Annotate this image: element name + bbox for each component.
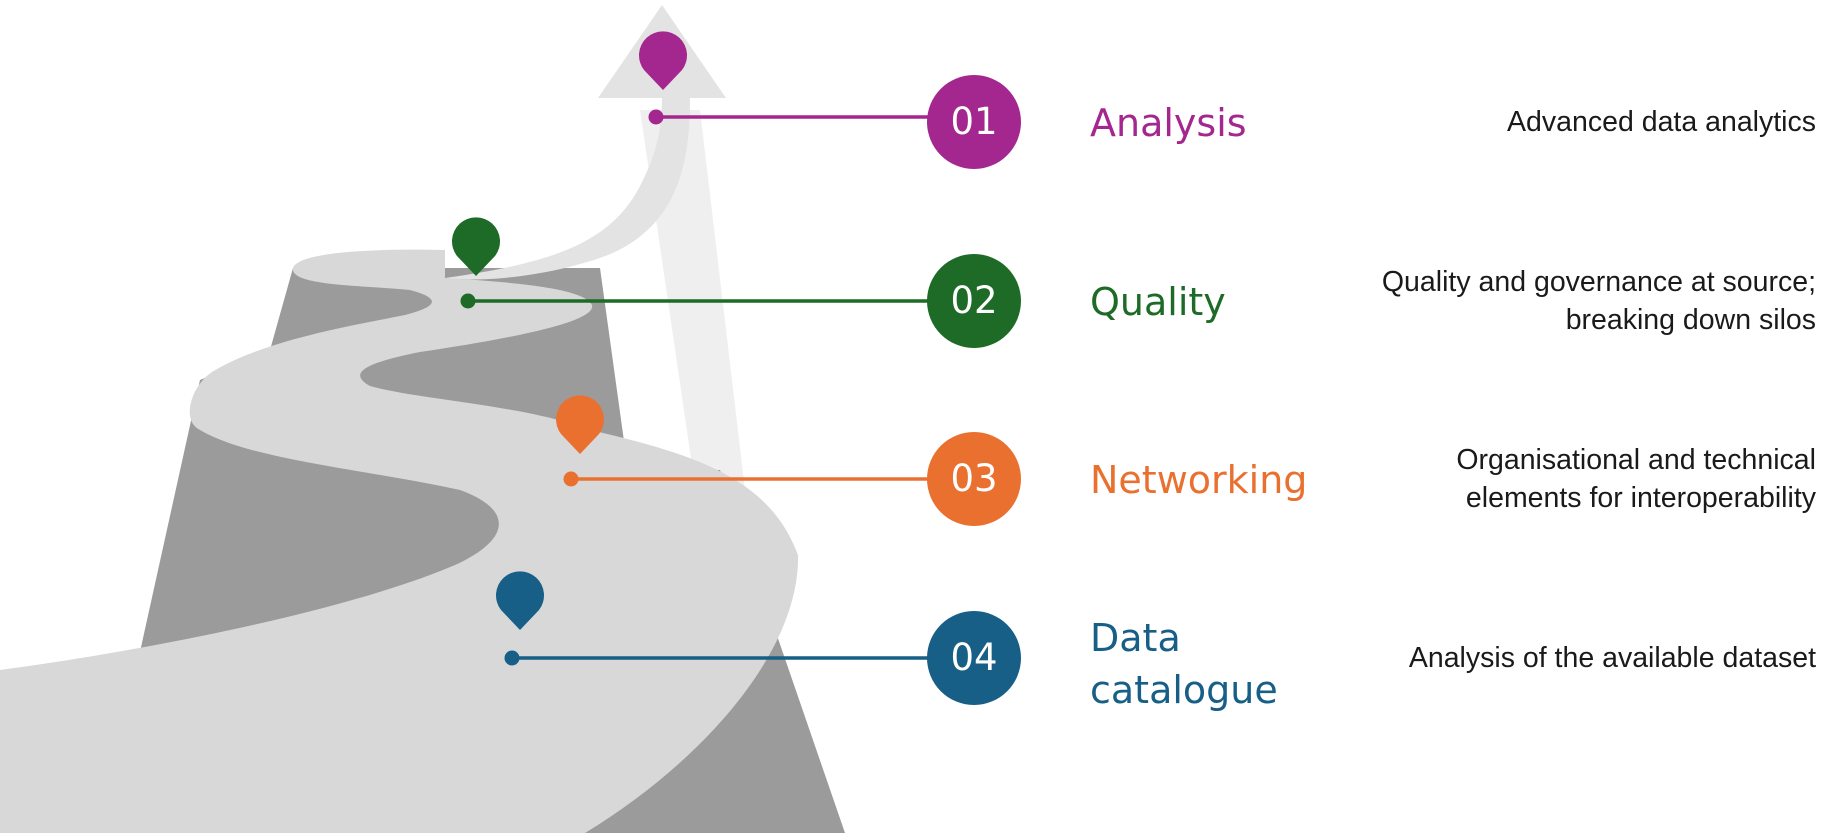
connector-03 bbox=[563, 471, 930, 487]
map-pin-icon bbox=[639, 31, 687, 90]
step-title: Data catalogue bbox=[1090, 616, 1278, 712]
connector-01 bbox=[648, 109, 930, 125]
step-description: Advanced data analytics bbox=[1507, 106, 1816, 138]
step-title: Analysis bbox=[1090, 101, 1247, 145]
step-number-badge: 03 bbox=[927, 432, 1021, 526]
step-title: Quality bbox=[1090, 280, 1226, 324]
road bbox=[0, 249, 799, 833]
map-pin-icon bbox=[496, 571, 544, 630]
step-number-badge: 04 bbox=[927, 611, 1021, 705]
map-pin-icon bbox=[556, 395, 604, 454]
step-data-catalogue: 04 Data catalogue Analysis of the availa… bbox=[0, 598, 1827, 718]
step-number-badge: 02 bbox=[927, 254, 1021, 348]
connector-02 bbox=[460, 293, 930, 309]
step-description: Analysis of the available dataset bbox=[1408, 642, 1816, 674]
step-networking: 03 Networking Organisational and technic… bbox=[0, 419, 1827, 539]
step-quality: 02 Quality Quality and governance at sou… bbox=[0, 241, 1827, 361]
connector-04 bbox=[504, 650, 930, 666]
arrow-beam bbox=[640, 110, 745, 520]
step-description: Organisational and technical elements fo… bbox=[1456, 444, 1816, 514]
step-analysis: 01 Analysis Advanced data analytics bbox=[0, 62, 1827, 182]
step-number-badge: 01 bbox=[927, 75, 1021, 169]
step-description: Quality and governance at source; breaki… bbox=[1381, 266, 1816, 336]
step-title: Networking bbox=[1090, 458, 1308, 502]
map-pin-icon bbox=[452, 217, 500, 276]
